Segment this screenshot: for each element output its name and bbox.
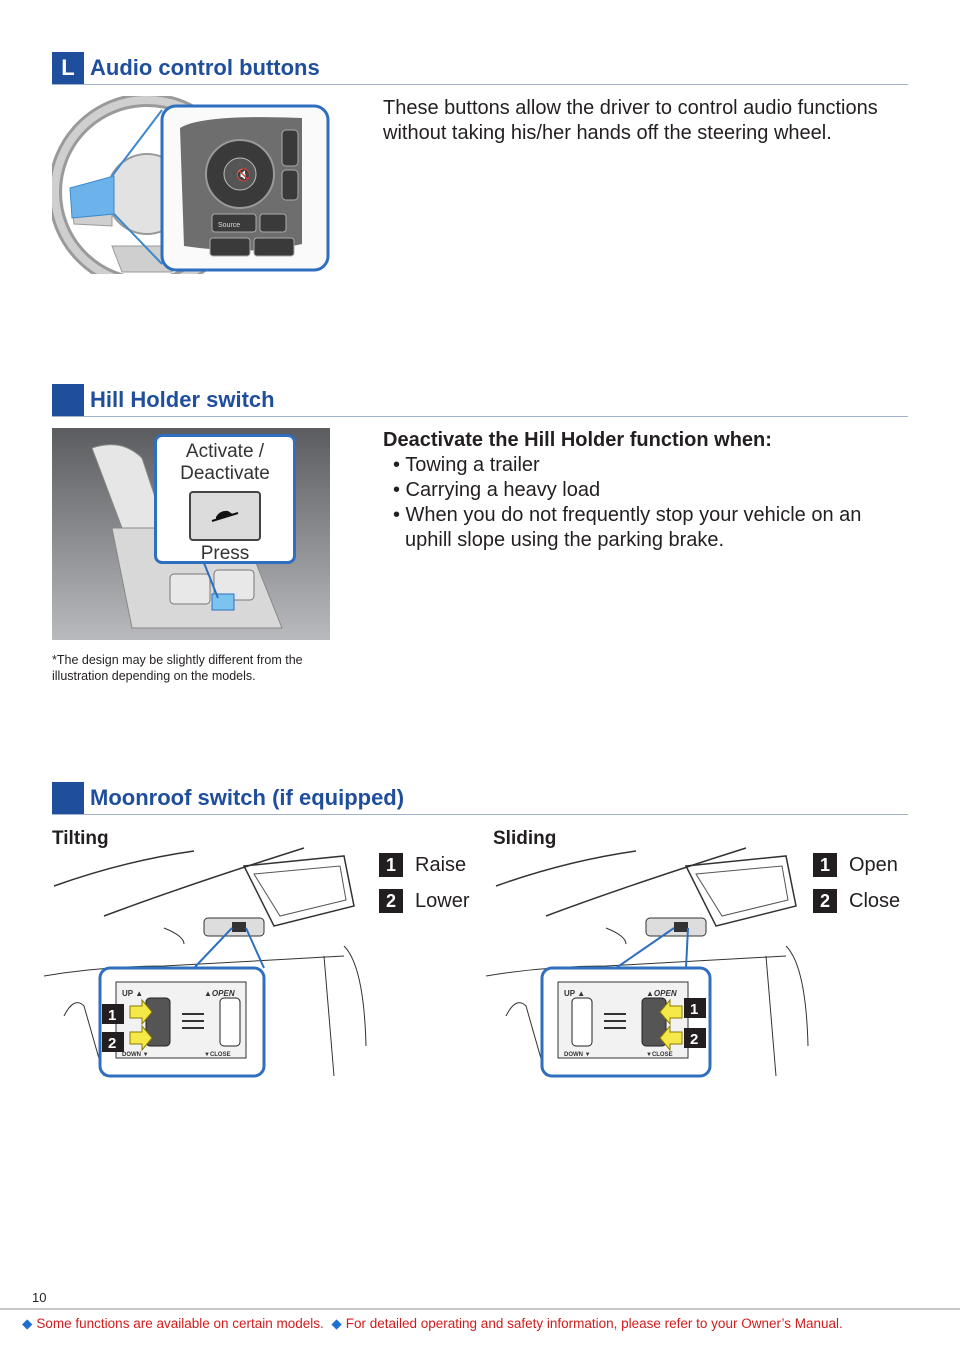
- design-note: *The design may be slightly different fr…: [52, 653, 303, 683]
- footer-note-1: Some functions are available on certain …: [36, 1316, 324, 1331]
- callout-press-label: Press: [200, 543, 250, 564]
- hill-bullet-2: • Carrying a heavy load: [393, 479, 601, 501]
- switch-down-label: DOWN ▼: [122, 1052, 149, 1058]
- switch-up-label: UP ▲: [564, 989, 585, 998]
- callout-activate-label: Activate / Deactivate: [180, 441, 270, 484]
- sliding-heading: Sliding: [493, 828, 557, 849]
- number-badge: 2: [813, 889, 837, 913]
- switch-close-label: ▼CLOSE: [204, 1052, 231, 1058]
- tilting-legend-raise: 1 Raise: [379, 852, 466, 878]
- hill-holder-text: Deactivate the Hill Holder function when…: [383, 428, 913, 553]
- footer-notice: ◆Some functions are available on certain…: [22, 1316, 843, 1332]
- source-button-label: Source: [218, 222, 240, 229]
- legend-label: Close: [849, 889, 901, 912]
- audio-description: These buttons allow the driver to contro…: [383, 97, 878, 144]
- number-badge: 1: [813, 853, 837, 877]
- switch-down-label: DOWN ▼: [564, 1052, 591, 1058]
- number-badge: 1: [379, 853, 403, 877]
- switch-up-label: UP ▲: [122, 989, 143, 998]
- hill-bullet-1: • Towing a trailer: [393, 454, 540, 476]
- svg-text:2: 2: [690, 1031, 698, 1048]
- hill-holder-button: [189, 491, 261, 541]
- hill-bullet-3: • When you do not frequently stop your v…: [393, 504, 862, 551]
- section-badge-blank: [52, 782, 84, 814]
- section-title: Audio control buttons: [90, 55, 320, 80]
- section-title: Moonroof switch (if equipped): [90, 785, 405, 810]
- section-header-moonroof: Moonroof switch (if equipped): [52, 782, 908, 815]
- sliding-moonroof-illustration: UP ▲ ▲OPEN DOWN ▼ ▼CLOSE 1 2: [486, 847, 809, 1078]
- diamond-icon: ◆: [22, 1316, 33, 1331]
- section-badge-blank: [52, 384, 84, 416]
- section-header-hill-holder: Hill Holder switch: [52, 384, 908, 417]
- switch-open-label: ▲OPEN: [204, 989, 235, 998]
- hill-holder-callout: Activate / Deactivate Press: [154, 434, 296, 564]
- hill-holder-illustration: Activate / Deactivate Press: [52, 428, 330, 640]
- switch-open-label: ▲OPEN: [646, 989, 677, 998]
- legend-label: Open: [849, 853, 898, 876]
- hill-car-icon: [211, 510, 239, 522]
- page-number: 10: [32, 1290, 47, 1305]
- diamond-icon: ◆: [331, 1316, 342, 1331]
- section-header-audio: L Audio control buttons: [52, 52, 908, 85]
- legend-label: Lower: [415, 889, 470, 912]
- footer-divider: [0, 1308, 960, 1310]
- svg-text:🔇: 🔇: [236, 168, 251, 182]
- section-badge: L: [52, 52, 84, 84]
- svg-text:1: 1: [108, 1007, 116, 1024]
- svg-text:2: 2: [108, 1035, 116, 1052]
- tilting-heading: Tilting: [52, 828, 109, 849]
- switch-close-label: ▼CLOSE: [646, 1052, 673, 1058]
- sliding-legend-close: 2 Close: [813, 888, 900, 914]
- legend-label: Raise: [415, 853, 467, 876]
- tilting-legend-lower: 2 Lower: [379, 888, 469, 914]
- tilting-moonroof-illustration: UP ▲ ▲OPEN DOWN ▼ ▼CLOSE 1 2: [44, 847, 367, 1078]
- section-title: Hill Holder switch: [90, 387, 275, 412]
- sliding-legend-open: 1 Open: [813, 852, 898, 878]
- footer-note-2: For detailed operating and safety inform…: [345, 1316, 843, 1331]
- steering-wheel-illustration: 🔇 Source: [52, 96, 330, 274]
- number-badge: 2: [379, 889, 403, 913]
- hill-holder-heading: Deactivate the Hill Holder function when…: [383, 429, 772, 451]
- svg-text:1: 1: [690, 1001, 698, 1018]
